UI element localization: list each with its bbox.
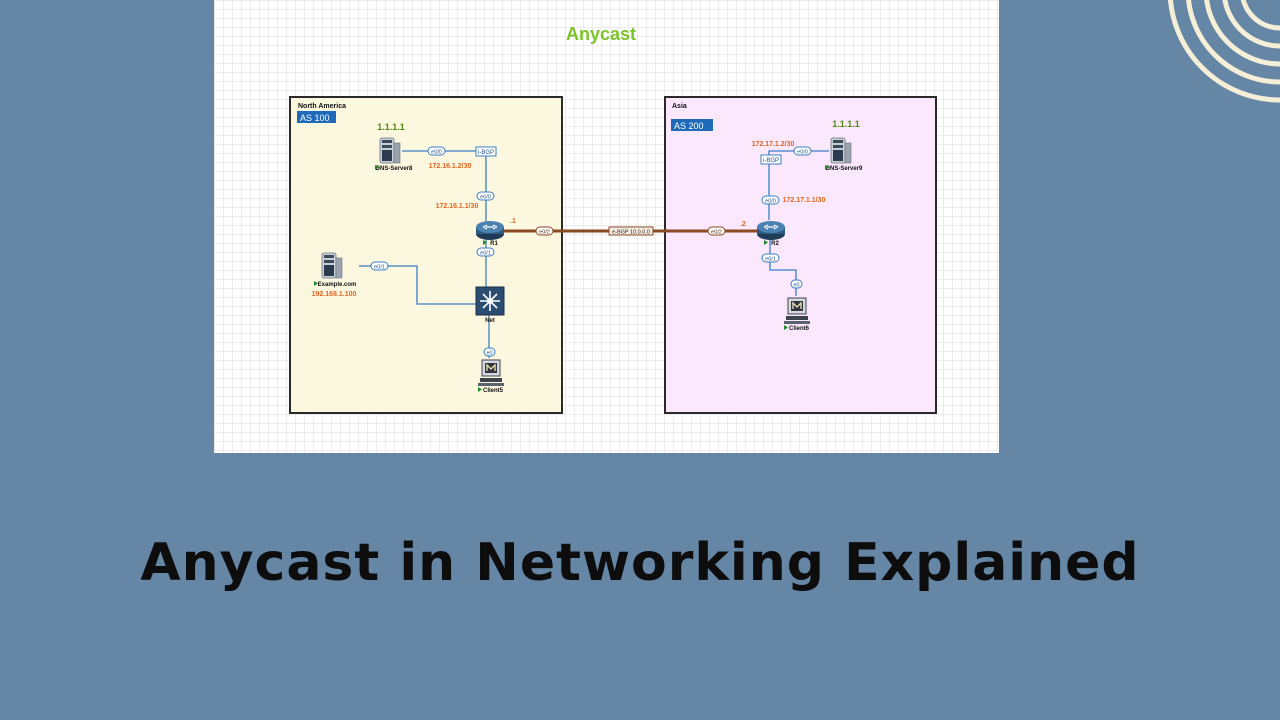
client6-name: Client6 xyxy=(789,326,810,332)
concentric-arcs-decoration xyxy=(1167,0,1280,103)
r1-host-label: .1 xyxy=(510,218,516,225)
as-badge-100 xyxy=(297,111,336,123)
example-com-ip: 192.168.1.100 xyxy=(312,291,357,298)
play-icon xyxy=(314,281,318,286)
network-diagram: Anycast North America AS 100 Asia AS 200… xyxy=(289,24,937,414)
ibgp-asia-label: i-BGP xyxy=(763,158,779,164)
as-badge-100-label: AS 100 xyxy=(300,113,330,123)
iface-pill xyxy=(707,226,726,236)
iface-pill xyxy=(793,146,812,156)
region-asia xyxy=(664,96,937,414)
iface-pill xyxy=(370,261,389,271)
router-icon xyxy=(475,220,505,241)
region-name-asia: Asia xyxy=(672,103,687,110)
router-r1-name: R1 xyxy=(490,241,498,247)
r2-host-label: .2 xyxy=(740,221,746,228)
play-icon xyxy=(784,325,788,330)
iface-dns8-e0-0: e0/0 xyxy=(431,150,442,156)
as-badge-200 xyxy=(671,119,713,131)
router-r2[interactable] xyxy=(756,220,786,241)
iface-pill xyxy=(476,247,495,257)
ibgp-asia-box xyxy=(760,154,782,165)
play-icon xyxy=(483,240,487,245)
ibgp-na-label: i-BGP xyxy=(478,150,494,156)
ebgp-box xyxy=(608,226,654,236)
iface-pill xyxy=(476,191,495,201)
iface-r2-e0-2: e0/2 xyxy=(711,230,722,236)
switch-net-name: Net xyxy=(485,318,495,324)
iface-pill xyxy=(761,195,780,205)
iface-pill xyxy=(427,146,446,156)
diagram-canvas: Anycast North America AS 100 Asia AS 200… xyxy=(214,0,999,453)
iface-r1-e0-2: e0/2 xyxy=(539,230,550,236)
iface-net-e0: e0 xyxy=(486,351,492,357)
dns8-ip-label: 172.16.1.2/30 xyxy=(429,163,472,170)
iface-pill xyxy=(790,279,803,289)
iface-pill xyxy=(761,253,780,263)
switch-net[interactable] xyxy=(475,286,505,316)
router-r2-name: R2 xyxy=(771,241,779,247)
iface-r2-e0-0: e0/0 xyxy=(765,199,776,205)
r2-ip-label: 172.17.1.1/30 xyxy=(783,197,826,204)
iface-client6-e0: e0 xyxy=(793,283,799,289)
switch-icon xyxy=(475,286,505,316)
play-icon xyxy=(825,165,829,170)
iface-net-e0-1: e0/1 xyxy=(374,265,385,271)
iface-r1-e0-1: e0/1 xyxy=(480,251,491,257)
headline: Anycast in Networking Explained xyxy=(140,533,1140,593)
example-com-name: Example.com xyxy=(318,282,357,288)
dns9-ip-label: 172.17.1.2/30 xyxy=(752,141,795,148)
dns-server8-anycast-ip: 1.1.1.1 xyxy=(377,122,405,132)
dns-server9-name: DNS-Server9 xyxy=(826,166,863,172)
iface-pill xyxy=(483,347,496,357)
ebgp-label: e-BGP 10.0.0.0 xyxy=(612,230,650,236)
play-icon xyxy=(764,240,768,245)
router-r1[interactable] xyxy=(475,220,505,241)
client5-name: Client5 xyxy=(483,388,504,394)
dns-server8-name: DNS-Server8 xyxy=(376,166,413,172)
dns-server9-anycast-ip: 1.1.1.1 xyxy=(832,119,860,129)
iface-dns9-e0-0: e0/0 xyxy=(797,150,808,156)
iface-pill xyxy=(535,226,554,236)
ibgp-na-box xyxy=(475,146,497,157)
iface-r2-e0-1: e0/1 xyxy=(765,257,776,263)
router-icon xyxy=(756,220,786,241)
diagram-title: Anycast xyxy=(566,24,636,44)
region-name-north-america: North America xyxy=(298,103,346,110)
r1-ip-label: 172.16.1.1/30 xyxy=(436,203,479,210)
play-icon xyxy=(375,165,379,170)
play-icon xyxy=(478,387,482,392)
as-badge-200-label: AS 200 xyxy=(674,121,704,131)
iface-r1-e0-0: e0/0 xyxy=(480,195,491,201)
